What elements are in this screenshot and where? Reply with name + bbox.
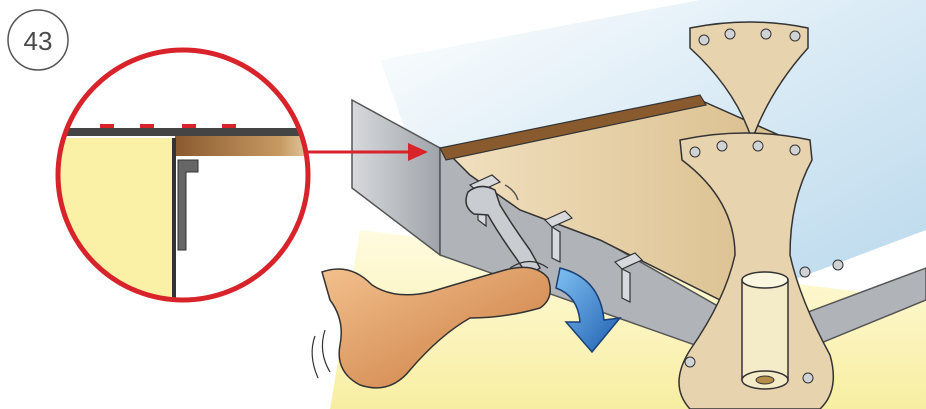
zoom-callout-circle	[40, 40, 340, 320]
step-number: 43	[24, 26, 53, 56]
step-number-badge: 43	[8, 10, 68, 70]
center-tube	[742, 272, 788, 389]
